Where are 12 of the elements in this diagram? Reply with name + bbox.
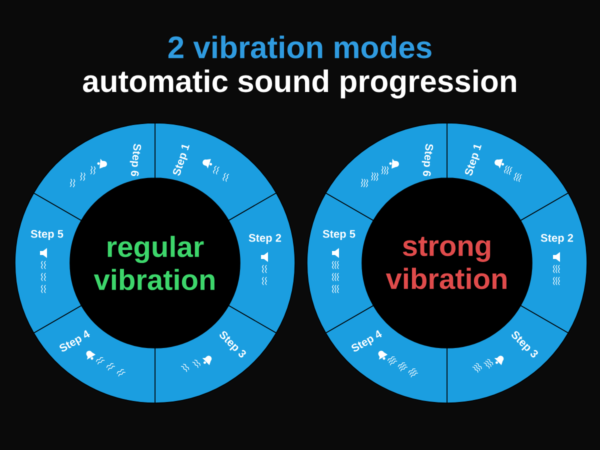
ring-segment: Step 4 <box>325 305 448 404</box>
subtitle: automatic sound progression <box>83 69 516 99</box>
ring-segment: Step 2 <box>520 192 588 334</box>
ring-segment: Step 5 <box>306 192 374 334</box>
ring-segment: Step 1 <box>154 122 277 221</box>
ring-segment: Step 5 <box>14 192 82 334</box>
ring-segment: Step 6 <box>33 122 156 221</box>
title: 2 vibration modes <box>168 36 432 58</box>
ring-segment: Step 2 <box>228 192 296 334</box>
ring-segment: Step 1 <box>446 122 569 221</box>
ring-segment: Step 6 <box>325 122 448 221</box>
ring-segment: Step 4 <box>33 305 156 404</box>
